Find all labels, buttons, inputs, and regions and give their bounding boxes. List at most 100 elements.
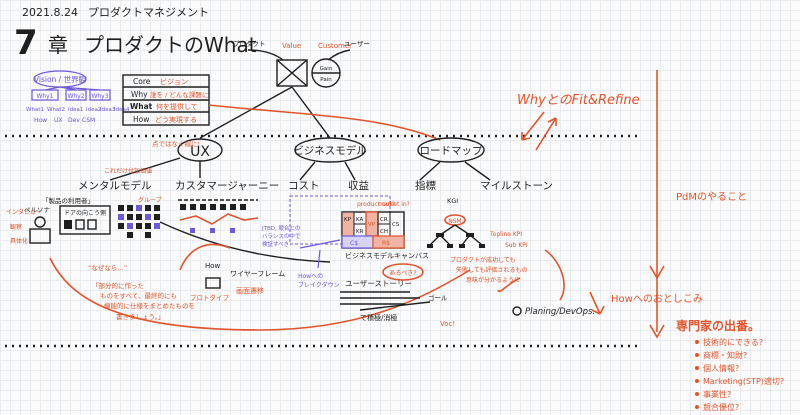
bullet-5: 事業性? [703,389,731,399]
how-key: How [133,115,149,124]
canvas-grid: KP KA VP CR CS KR CH C$ R$ [342,212,404,248]
journey-group-label: グループ [138,196,162,204]
why-key: Why [131,90,148,99]
vision-item-1: Why1 [36,93,53,100]
cost-label: コスト [288,180,320,192]
mental-model-label: メンタルモデル [78,179,152,192]
vision-row-1: How [34,117,47,124]
persona-note-3: 具体化 [10,237,28,245]
nsm-label: NSM [448,218,461,225]
vision-map: Vision / 世界観 Why1 Why2 Why3 What1 What2 … [26,71,130,124]
journey-screenflow: 画面遷移 [236,286,264,295]
journey-map [178,200,258,233]
journey-wireframe: ワイヤーフレーム [230,270,285,278]
bullet-2: 商標・知財? [703,350,747,360]
purple-note-2: バランスの中で [262,232,301,240]
persona-figure [30,217,50,243]
core-value: ビジョン [160,77,188,86]
kgi-label: KGI [447,197,458,205]
milestone-label: マイルストーン [480,180,553,192]
persona-note-2: 観察 [10,223,22,231]
node-roadmap: ロードマップ [418,138,484,162]
purple-note-5: ブレイクダウン [298,281,340,289]
bottom-note-3: Voc! [440,320,455,328]
purple-note-3: 検証すべき [262,240,289,248]
canvas-cr: CR [380,217,388,223]
core-key: Core [133,77,151,86]
vision-item-2: Why2 [67,93,84,100]
kpi-tree-sub: Sub KPI [505,242,528,249]
purple-note-1: JTBD, 競合との [261,224,300,232]
bottom-note-1: あるべき? [389,270,416,277]
specialist-label: 専門家の出番。 [676,318,760,333]
how-note: Howへのおとしこみ [611,293,703,305]
left-note-2: これだけ付加価値 [104,167,152,175]
bullet-6: 競合優位? [703,402,739,412]
persona-note-1: インタビュー [6,208,42,216]
roadmap-note-2: 失敗しても評価されるもの [456,266,528,274]
pdm-label: PdMのやること [676,191,747,203]
user-story-lines [340,292,430,310]
canvas-ka: KA [356,217,364,223]
specialist-list: 技術的にできる? 商標・知財? 個人情報? Marketing(STP)適切? … [695,337,784,412]
bullet-1: 技術的にできる? [703,337,763,347]
what-arrow [209,105,440,140]
bullet-4: Marketing(STP)適切? [703,376,784,386]
canvas-label: ビジネスモデルキャンバス [345,251,429,260]
vision-row-3: Dev [68,117,80,124]
why-value: 誰を / どんな課題に [150,90,208,99]
customer-journey-label: カスタマージャーニー [175,180,279,192]
value-label-product: プロダクト [233,39,266,48]
canvas-kr: KR [356,229,364,235]
what-key: What [130,102,153,111]
page-title: プロダクトのWhat [84,33,257,57]
circle-gain: Gain [320,66,333,72]
quote-line-3: ものをすべて、最終的にも [100,291,177,300]
journey-how: How [205,262,221,270]
kpi-label: 指標 [415,179,436,192]
canvas-vp: VP [368,222,376,228]
node-business-label: ビジネスモデル [293,144,367,157]
vision-item-4: What1 [26,107,44,113]
circle-pain: Pain [320,77,332,83]
vision-row-4: CSM [82,117,95,124]
quote-line-1: “なぜなら…” [88,264,127,272]
chapter-number: 7 [14,23,38,63]
bullet-3: 個人情報? [703,363,739,373]
canvas-ch: CH [380,229,388,235]
revenue-label: 収益 [348,179,369,192]
bottom-note-2: で積極/消極 [360,313,397,322]
roadmap-note-1: プロダクトが成功しても [450,256,516,264]
purple-note-4: Howへの [298,273,323,280]
sticky-cluster [118,205,160,238]
value-label-user: ユーザー [344,40,370,48]
vision-row-2: UX [54,117,63,124]
header-series: プロダクトマネジメント [88,5,209,19]
value-label-value: Value [282,42,301,50]
journey-wave [160,222,330,262]
node-business: ビジネスモデル [293,138,367,162]
core-table: Core ビジョン Why 誰を / どんな課題に What 何を提供して Ho… [123,75,209,125]
canvas-revenue: R$ [382,240,390,247]
bottom-note-4: ゴール [428,293,448,302]
quote-line-2: 「部分的に作った [92,281,144,290]
vision-item-6: Idea1 [68,107,83,113]
vision-title: Vision / 世界観 [34,74,87,84]
planning-label: Planing/DevOps. [525,307,595,317]
quote-line-4: 機能的に仕様をまとめたものを [104,301,195,310]
vision-item-3: Why3 [91,93,108,100]
persona-doors [64,220,96,229]
canvas-cost: C$ [350,240,358,247]
ux-note: 点ではなく線に! [152,139,200,148]
left-note-1: 「製品の利用者」 [42,196,94,205]
node-roadmap-label: ロードマップ [420,145,483,157]
vision-items: Why1 Why2 Why3 What1 What2 Idea1 Idea2 I… [26,87,130,124]
journey-prototype: プロトタイプ [190,293,230,302]
why-fit-title: WhyとのFit&Refine [517,93,640,108]
kpi-tree-topline: Topline KPI [489,231,522,238]
what-value: 何を提供して [156,102,198,111]
header-date: 2021.8.24 [22,6,78,19]
vision-item-5: What2 [47,107,65,113]
how-value: どう実現する [155,115,197,124]
